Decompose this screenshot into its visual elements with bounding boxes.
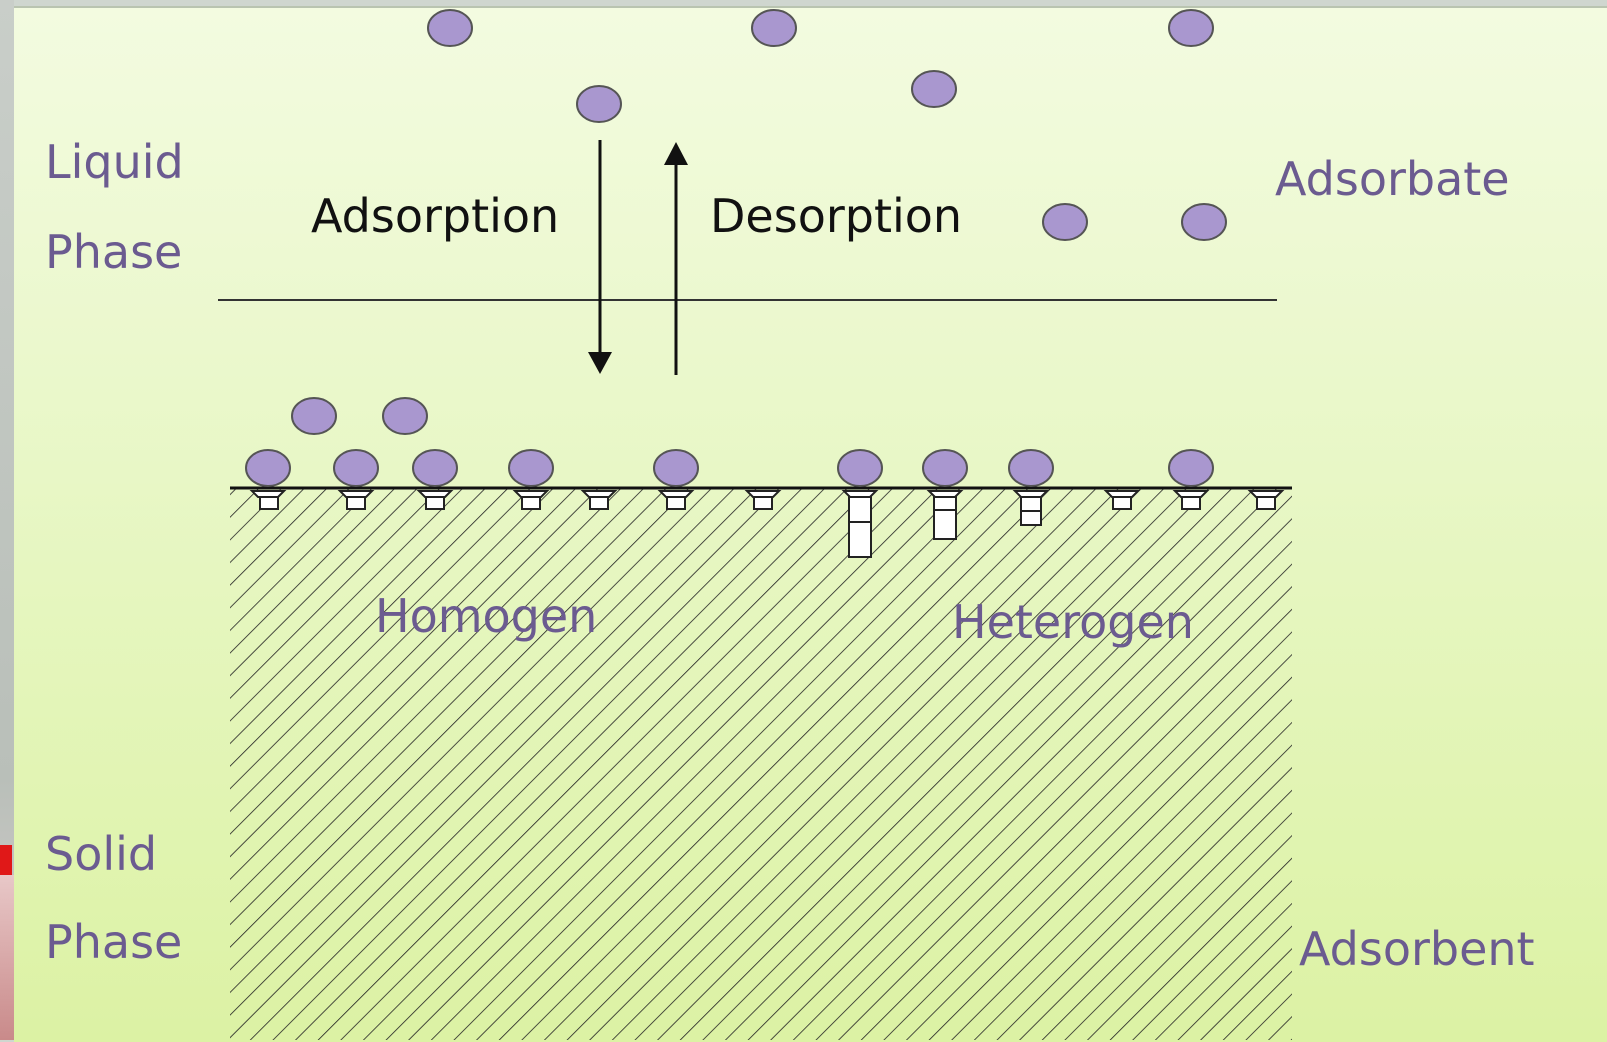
adsorbate-molecule-adsorbed <box>922 449 968 487</box>
adsorbent-hatched-region <box>230 489 1292 1040</box>
adsorbate-molecule-adsorbed <box>1168 449 1214 487</box>
adsorbate-molecule-adsorbed <box>245 449 291 487</box>
adsorbate-molecule-adsorbed <box>333 449 379 487</box>
pink-edge-strip <box>0 875 14 1040</box>
homogen-label: Homogen <box>375 589 597 643</box>
adsorbate-molecule-adsorbed <box>508 449 554 487</box>
adsorption-site <box>1172 490 1210 510</box>
adsorbate-molecule-adsorbed <box>837 449 883 487</box>
adsorption-site-deep <box>841 490 879 558</box>
adsorbate-molecule-free <box>1181 203 1227 241</box>
adsorbate-molecules <box>245 9 1227 487</box>
adsorbate-molecule-free <box>427 9 473 47</box>
adsorption-site <box>416 490 454 510</box>
desorption-arrow <box>664 142 688 375</box>
adsorption-site <box>1103 490 1141 510</box>
adsorbate-molecule-free <box>576 85 622 123</box>
adsorption-site <box>337 490 375 510</box>
adsorption-site <box>580 490 618 510</box>
adsorption-site <box>512 490 550 510</box>
solid-label: Solid <box>45 827 157 881</box>
adsorbate-molecule-free <box>1168 9 1214 47</box>
adsorption-sites <box>249 490 1285 558</box>
adsorbate-molecule-free <box>911 70 957 108</box>
adsorption-arrow <box>588 140 612 374</box>
adsorption-label: Adsorption <box>311 189 559 243</box>
adsorption-site <box>744 490 782 510</box>
adsorbate-molecule-free <box>382 397 428 435</box>
liquid-phase-label: Phase <box>45 225 182 279</box>
adsorbate-label: Adsorbate <box>1275 152 1510 206</box>
adsorbate-molecule-free <box>291 397 337 435</box>
liquid-label: Liquid <box>45 135 184 189</box>
adsorption-site <box>249 490 287 510</box>
adsorbate-molecule-free <box>751 9 797 47</box>
red-edge-marker <box>0 845 12 875</box>
adsorption-site-medium <box>1012 490 1050 526</box>
adsorbate-molecule-free <box>1042 203 1088 241</box>
desorption-label: Desorption <box>710 189 962 243</box>
adsorbate-molecule-adsorbed <box>1008 449 1054 487</box>
adsorption-site-deep <box>926 490 964 540</box>
adsorption-site <box>657 490 695 510</box>
solid-phase-label: Phase <box>45 915 182 969</box>
adsorbate-molecule-adsorbed <box>653 449 699 487</box>
adsorbent-label: Adsorbent <box>1299 922 1535 976</box>
heterogen-label: Heterogen <box>952 595 1194 649</box>
adsorbate-molecule-adsorbed <box>412 449 458 487</box>
window-left-edge <box>0 0 14 1040</box>
adsorption-site <box>1247 490 1285 510</box>
